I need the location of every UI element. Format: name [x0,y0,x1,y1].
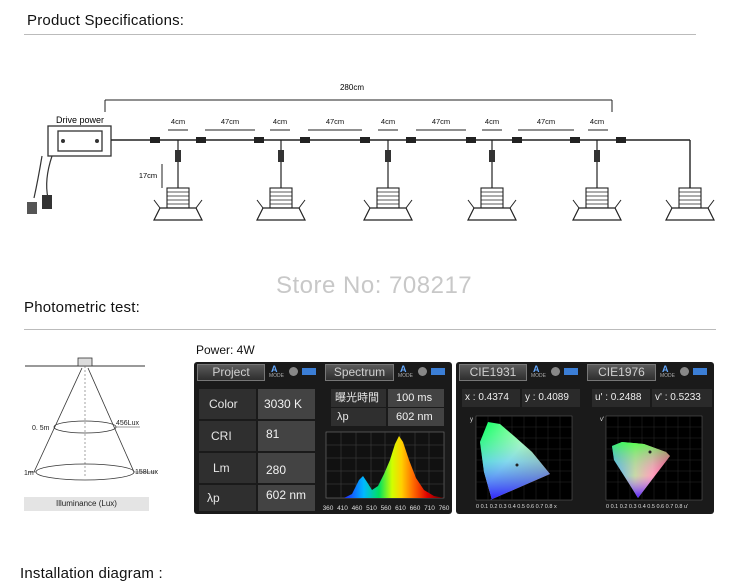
cie-panel: CIE1931 A MODE CIE1976 A MODE x : 0.4374… [456,362,714,514]
svg-text:0 0.1 0.2 0.3 0.4 0.5 0.6 0.7: 0 0.1 0.2 0.3 0.4 0.5 0.6 0.7 0.8 x [476,504,557,510]
cie-y-value: y : 0.4089 [522,389,580,407]
tab-spectrum: Spectrum [325,364,394,381]
spectrum-tick-label: 410 [337,505,348,512]
record-icon [418,367,427,376]
svg-text:0 0.1 0.2 0.3 0.4 0.5 0.6 0.7: 0 0.1 0.2 0.3 0.4 0.5 0.6 0.7 0.8 u' [606,504,688,510]
wiring-diagram: 280cm Drive power 4cm 47cm 4cm 47cm 4cm … [27,81,715,221]
downlight-fixture [572,140,622,221]
spacing-label: 4cm [273,117,287,126]
downlight-fixtures [153,140,715,221]
downlight-fixture [665,187,715,221]
project-key-cri: CRI [199,421,256,451]
spectrum-tick-label: 460 [352,505,363,512]
beam-diagram: 0. 5m 456Lux 1m 158Lux [24,357,158,481]
spectrum-tick-label: 660 [410,505,421,512]
spacing-label: 47cm [537,117,555,126]
cie1976-diagram: v' 0 0.1 0.2 0.3 0.4 0.5 0.6 0.7 0.8 u' [600,415,703,510]
spectrum-curve [326,436,444,498]
project-key-color: Color [199,389,256,419]
mode-controls: A MODE [398,364,450,379]
far-distance-label: 1m [24,470,34,477]
spacing-label: 4cm [381,117,395,126]
mode-letter: A [533,364,540,374]
cie1931-diagram: y 0 0.1 0.2 0.3 0.4 0.5 0.6 0.7 0.8 x [470,415,573,510]
spectrum-tick-label: 610 [395,505,406,512]
project-value-peak: 602 nm [258,485,315,511]
peak-value: 602 nm [388,408,444,426]
spacing-label: 47cm [221,117,239,126]
spectrum-tick-label: 560 [381,505,392,512]
project-value-color: 3030 K [258,389,315,419]
mode-letter: A [271,364,278,374]
drop-length-label: 17cm [139,171,157,180]
photometric-title: Photometric test: [24,299,140,316]
exposure-value: 100 ms [388,389,444,407]
battery-icon [302,368,316,375]
far-lux-label: 158Lux [135,469,158,476]
svg-text:y: y [470,417,473,423]
tab-cie1931: CIE1931 [459,364,527,381]
lamp-icon [77,357,93,367]
battery-icon [693,368,707,375]
battery-icon [431,368,445,375]
spacing-label: 4cm [171,117,185,126]
mode-label: MODE [269,373,284,379]
project-key-peak: λp [199,485,256,511]
mode-label: MODE [531,373,546,379]
cie-u-value: u' : 0.2488 [592,389,650,407]
store-watermark: Store No: 708217 [276,272,473,299]
downlight-fixture [153,140,203,221]
near-distance-label: 0. 5m [32,425,50,432]
downlight-fixture [467,140,517,221]
mode-controls: A MODE [531,364,583,379]
mode-letter: A [662,364,669,374]
spacing-label: 4cm [485,117,499,126]
installation-title: Installation diagram : [20,565,163,582]
tab-cie1976: CIE1976 [587,364,656,381]
driver-label: Drive power [56,115,104,125]
illuminance-caption: Illuminance (Lux) [24,497,149,511]
mode-controls: A MODE [269,364,321,379]
spacing-label: 4cm [590,117,604,126]
plug-icon [42,195,52,209]
spectrum-tick-label: 710 [424,505,435,512]
mode-label: MODE [660,373,675,379]
spectrum-tick-label: 360 [323,505,334,512]
project-key-lm: Lm [199,453,256,483]
downlight-fixture [363,140,413,221]
spectrum-tick-label: 510 [366,505,377,512]
mode-letter: A [400,364,407,374]
spectrum-tick-label: 760 [439,505,450,512]
project-value-cri: 81 [258,421,315,451]
record-icon [551,367,560,376]
project-value-lm: 280 [258,453,315,483]
downlight-fixture [256,140,306,221]
record-icon [680,367,689,376]
cie-x-value: x : 0.4374 [462,389,520,407]
mode-label: MODE [398,373,413,379]
exposure-label: 曝光時間 [331,389,386,407]
spacing-label: 47cm [432,117,450,126]
tab-project: Project [197,364,265,381]
peak-label: λp [331,408,386,426]
record-icon [289,367,298,376]
svg-text:v': v' [600,417,604,423]
total-length-label: 280cm [340,83,364,92]
divider [24,329,716,330]
product-spec-title: Product Specifications: [27,12,185,29]
spacing-label: 47cm [326,117,344,126]
mode-controls: A MODE [660,364,712,379]
cie-v-value: v' : 0.5233 [652,389,712,407]
near-lux-label: 456Lux [116,420,139,427]
battery-icon [564,368,578,375]
divider [24,34,696,35]
meter-panel: Project A MODE Spectrum A MODE Color 303… [194,362,452,514]
power-label: Power: 4W [196,343,255,357]
